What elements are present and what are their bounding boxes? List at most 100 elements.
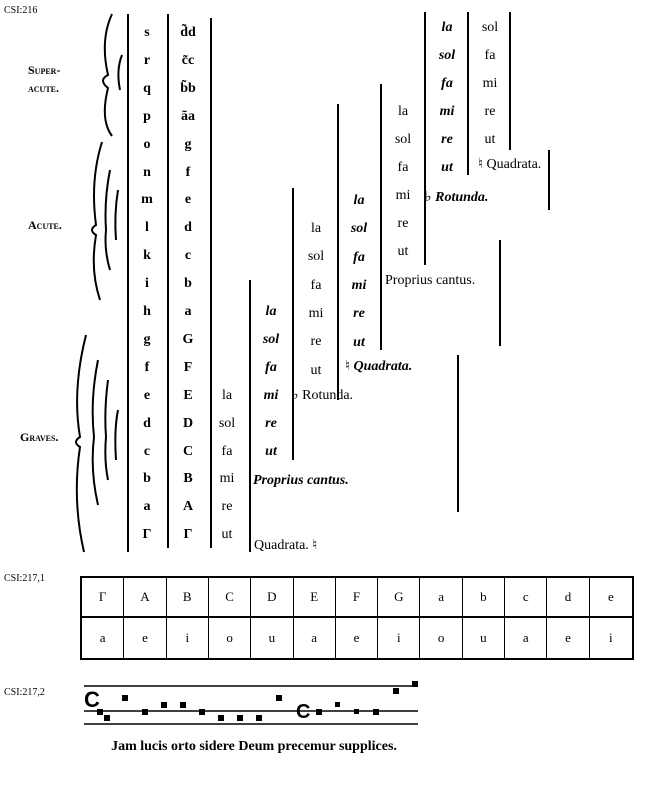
hexachord-label-bottom: Quadrata. ♮	[254, 538, 318, 553]
table-cell-letter: a	[420, 578, 463, 618]
solmization-syllable: sol	[394, 132, 412, 147]
letter-cell: l	[145, 220, 149, 236]
solmization-syllable: mi	[219, 471, 235, 487]
solmization-syllable: sol	[438, 48, 456, 63]
group-label-graves: Graves.	[20, 430, 59, 444]
letter-cell: n	[143, 164, 151, 180]
column-rule	[380, 84, 382, 350]
letter-cell: b	[184, 276, 192, 292]
letter-cell: Γ	[183, 527, 193, 543]
table-cell-letter: A	[124, 578, 167, 618]
letter-cell: g	[184, 136, 192, 152]
solmization-syllable: re	[265, 415, 277, 431]
solmization-syllable: re	[397, 216, 409, 231]
table-cell-letter: E	[293, 578, 336, 618]
table-cell-vowel: e	[124, 618, 167, 658]
table-cell-letter: B	[166, 578, 209, 618]
solmization-syllable: re	[353, 306, 365, 322]
solmization-syllable: ut	[353, 334, 365, 350]
solmization-syllable: sol	[307, 249, 325, 265]
solmization-syllable: re	[221, 499, 233, 515]
table-cell-letter: b	[462, 578, 506, 618]
column-rule	[548, 150, 550, 210]
letter-cell: F	[183, 359, 193, 375]
solmization-syllable: mi	[439, 104, 455, 119]
column-rule	[167, 14, 169, 548]
column-rule	[210, 18, 212, 548]
figure-label-216: CSI:216	[4, 5, 38, 16]
letter-cell: B	[183, 471, 193, 487]
table-cell-vowel: u	[251, 618, 294, 658]
letter-cell: q	[143, 80, 151, 96]
table-cell-letter: D	[251, 578, 294, 618]
table-cell-letter: d	[547, 578, 590, 618]
hexachord-label: ♮ Quadrata.	[478, 157, 542, 172]
table-cell-letter: F	[335, 578, 379, 618]
figure-label-217-2: CSI:217,2	[4, 687, 45, 698]
solmization-syllable: la	[353, 193, 365, 208]
letter-cell: h	[143, 304, 151, 319]
letter-cell: p	[143, 108, 151, 124]
solmization-syllable: la	[397, 104, 409, 119]
solmization-syllable: ut	[221, 527, 233, 543]
solmization-syllable: mi	[482, 76, 498, 91]
letter-cell: d	[143, 415, 151, 431]
letter-cell: a	[143, 499, 151, 515]
table-cell-vowel: i	[378, 618, 421, 658]
table-cell-vowel: i	[609, 630, 613, 645]
column-rule	[499, 240, 501, 346]
column-rule	[292, 188, 294, 460]
solmization-syllable: fa	[310, 277, 322, 293]
hexachord-label: ♭ Rotunda.	[425, 190, 489, 205]
solmization-syllable: sol	[481, 20, 499, 35]
column-rule	[127, 14, 129, 552]
group-label-acute: Acute.	[28, 218, 62, 232]
letter-cell: G	[182, 331, 194, 347]
letter-cell: Γ	[142, 527, 152, 543]
letter-cell: e	[143, 387, 151, 403]
column-rule	[509, 12, 511, 150]
table-cell-letter: c	[505, 578, 548, 618]
table-cell-vowel: i	[167, 618, 209, 658]
letter-cell: f	[144, 359, 150, 375]
svg-text:C: C	[84, 687, 100, 712]
hexachord-label: ♮ Quadrata.	[345, 359, 413, 374]
solmization-syllable: fa	[221, 443, 233, 459]
table-cell-letter: G	[378, 578, 421, 618]
letter-cell: c̃c	[181, 52, 195, 68]
table-cell-letter: Γ	[82, 578, 125, 618]
solmization-syllable: mi	[395, 188, 411, 203]
solmization-syllable: fa	[484, 48, 496, 63]
letter-cell: i	[145, 276, 149, 292]
solmization-syllable: la	[265, 304, 277, 319]
letter-cell: d̃d	[180, 25, 196, 40]
solmization-syllable: re	[484, 104, 496, 119]
solmization-syllable: fa	[397, 160, 409, 175]
letter-cell: b̃b	[180, 80, 196, 96]
table-cell-vowel: o	[209, 618, 252, 658]
letter-cell: s	[144, 25, 150, 40]
table-cell-vowel: o	[420, 618, 463, 658]
hexachord-label: ♭ Rotunda.	[292, 388, 354, 403]
letter-cell: f	[185, 164, 191, 180]
solmization-syllable: sol	[262, 331, 280, 347]
table-cell-vowel: a	[82, 618, 125, 658]
svg-text:C: C	[296, 701, 310, 723]
letter-cell: r	[143, 52, 151, 68]
solmization-syllable: mi	[308, 305, 324, 321]
letter-cell: k	[143, 248, 151, 264]
solmization-syllable: fa	[353, 249, 365, 265]
solmization-syllable: fa	[265, 359, 277, 375]
letter-cell: E	[183, 387, 193, 403]
solmization-syllable: la	[441, 20, 453, 35]
letter-cell: A	[182, 499, 194, 515]
solmization-syllable: mi	[351, 277, 367, 293]
solmization-syllable: sol	[350, 221, 368, 237]
letter-cell: D	[182, 415, 194, 431]
figure-label-217-1: CSI:217,1	[4, 573, 45, 584]
table-cell-vowel: u	[463, 618, 506, 658]
letter-cell: e	[184, 192, 192, 208]
group-label-superacute: Super-	[28, 63, 61, 77]
table-cell-letter: C	[208, 578, 252, 618]
hexachord-label: Proprius cantus.	[385, 273, 476, 288]
